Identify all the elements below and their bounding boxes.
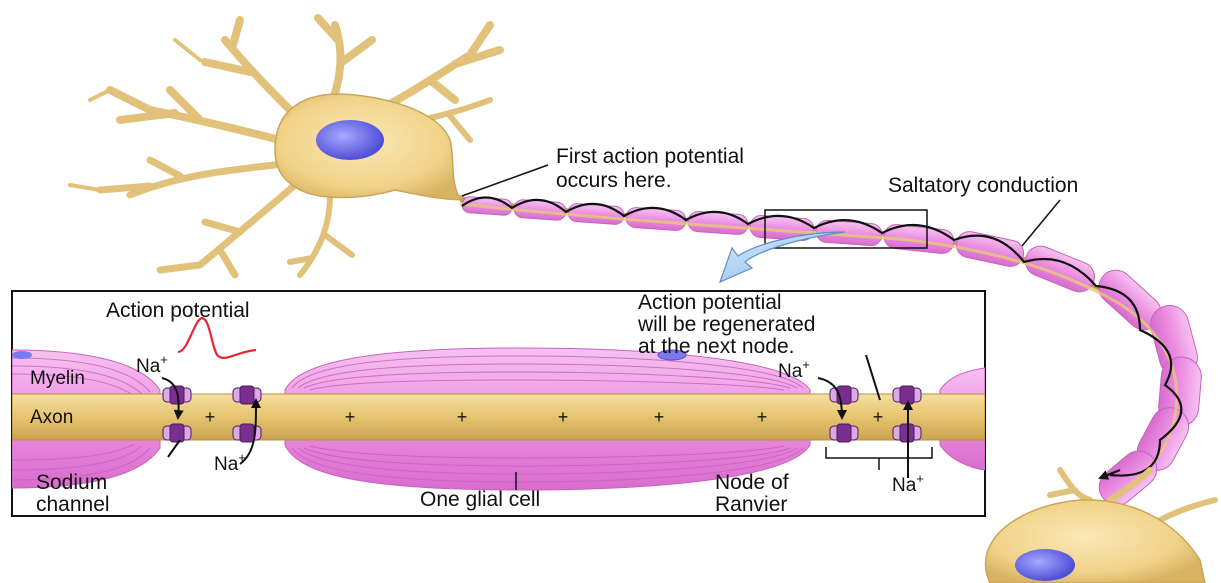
- regen-label-1: Action potential: [638, 291, 782, 314]
- glial-label: One glial cell: [420, 488, 540, 511]
- svg-text:+: +: [873, 407, 884, 427]
- first-ap-label-2: occurs here.: [556, 169, 672, 192]
- presynaptic-neuron: [70, 18, 500, 275]
- svg-text:+: +: [757, 407, 768, 427]
- svg-text:+: +: [558, 407, 569, 427]
- svg-text:+: +: [654, 407, 665, 427]
- saltatory-pointer: [1022, 200, 1060, 246]
- regen-label-3: at the next node.: [638, 335, 794, 358]
- inset-panel: + + + + + + +: [12, 291, 985, 516]
- nucleus: [316, 120, 384, 160]
- action-potential-label: Action potential: [106, 299, 250, 322]
- svg-text:+: +: [205, 407, 216, 427]
- first-ap-label-1: First action potential: [556, 145, 744, 168]
- axon-label: Axon: [30, 407, 73, 428]
- sodium-label-1: Sodium: [36, 471, 107, 494]
- saltatory-label: Saltatory conduction: [888, 174, 1078, 197]
- node-label-2: Ranvier: [715, 493, 787, 516]
- regen-label-2: will be regenerated: [637, 313, 815, 336]
- node-label-1: Node of: [715, 471, 789, 494]
- myelin-label: Myelin: [30, 368, 85, 389]
- first-ap-pointer: [462, 165, 548, 196]
- svg-text:+: +: [345, 407, 356, 427]
- svg-text:+: +: [457, 407, 468, 427]
- sodium-label-2: channel: [36, 493, 110, 516]
